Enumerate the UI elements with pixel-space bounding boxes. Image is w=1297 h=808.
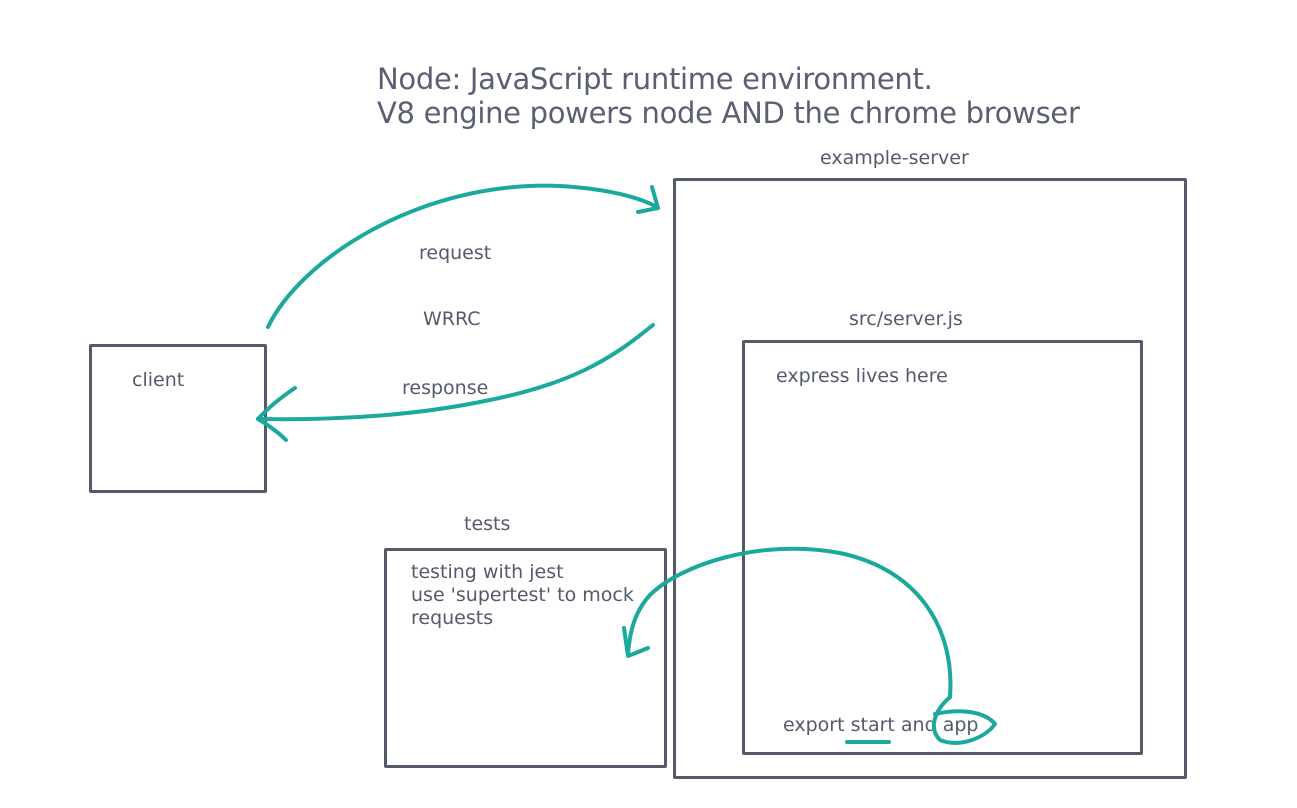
- title-line-1: Node: JavaScript runtime environment.: [377, 62, 933, 96]
- wrrc-label: WRRC: [423, 308, 481, 330]
- export-start: start: [850, 714, 895, 736]
- request-arrowhead: [636, 185, 660, 214]
- export-label: export start and app: [783, 714, 978, 737]
- tests-line-2: use 'supertest' to mock: [411, 584, 634, 606]
- request-label: request: [419, 242, 492, 264]
- tests-line-3: requests: [411, 607, 494, 629]
- app-loop: [931, 695, 997, 745]
- response-arrowhead: [256, 386, 297, 442]
- tests-box: [384, 548, 667, 768]
- response-arrow: [256, 323, 655, 422]
- response-label: response: [402, 377, 489, 399]
- export-and: and: [894, 714, 943, 736]
- export-prefix: export: [783, 714, 851, 736]
- request-arrow: [266, 183, 659, 329]
- title-line-2: V8 engine powers node AND the chrome bro…: [377, 96, 1080, 130]
- tests-label: tests: [464, 513, 511, 535]
- express-label: express lives here: [776, 365, 948, 387]
- export-arrowhead: [622, 626, 650, 658]
- example-server-box: [673, 178, 1187, 779]
- export-app: app: [942, 714, 979, 736]
- src-server-box: [742, 340, 1143, 755]
- example-server-label: example-server: [820, 147, 969, 169]
- export-arrow: [626, 546, 953, 699]
- client-label: client: [132, 369, 185, 391]
- tests-line-1: testing with jest: [411, 561, 564, 583]
- src-server-label: src/server.js: [849, 308, 963, 330]
